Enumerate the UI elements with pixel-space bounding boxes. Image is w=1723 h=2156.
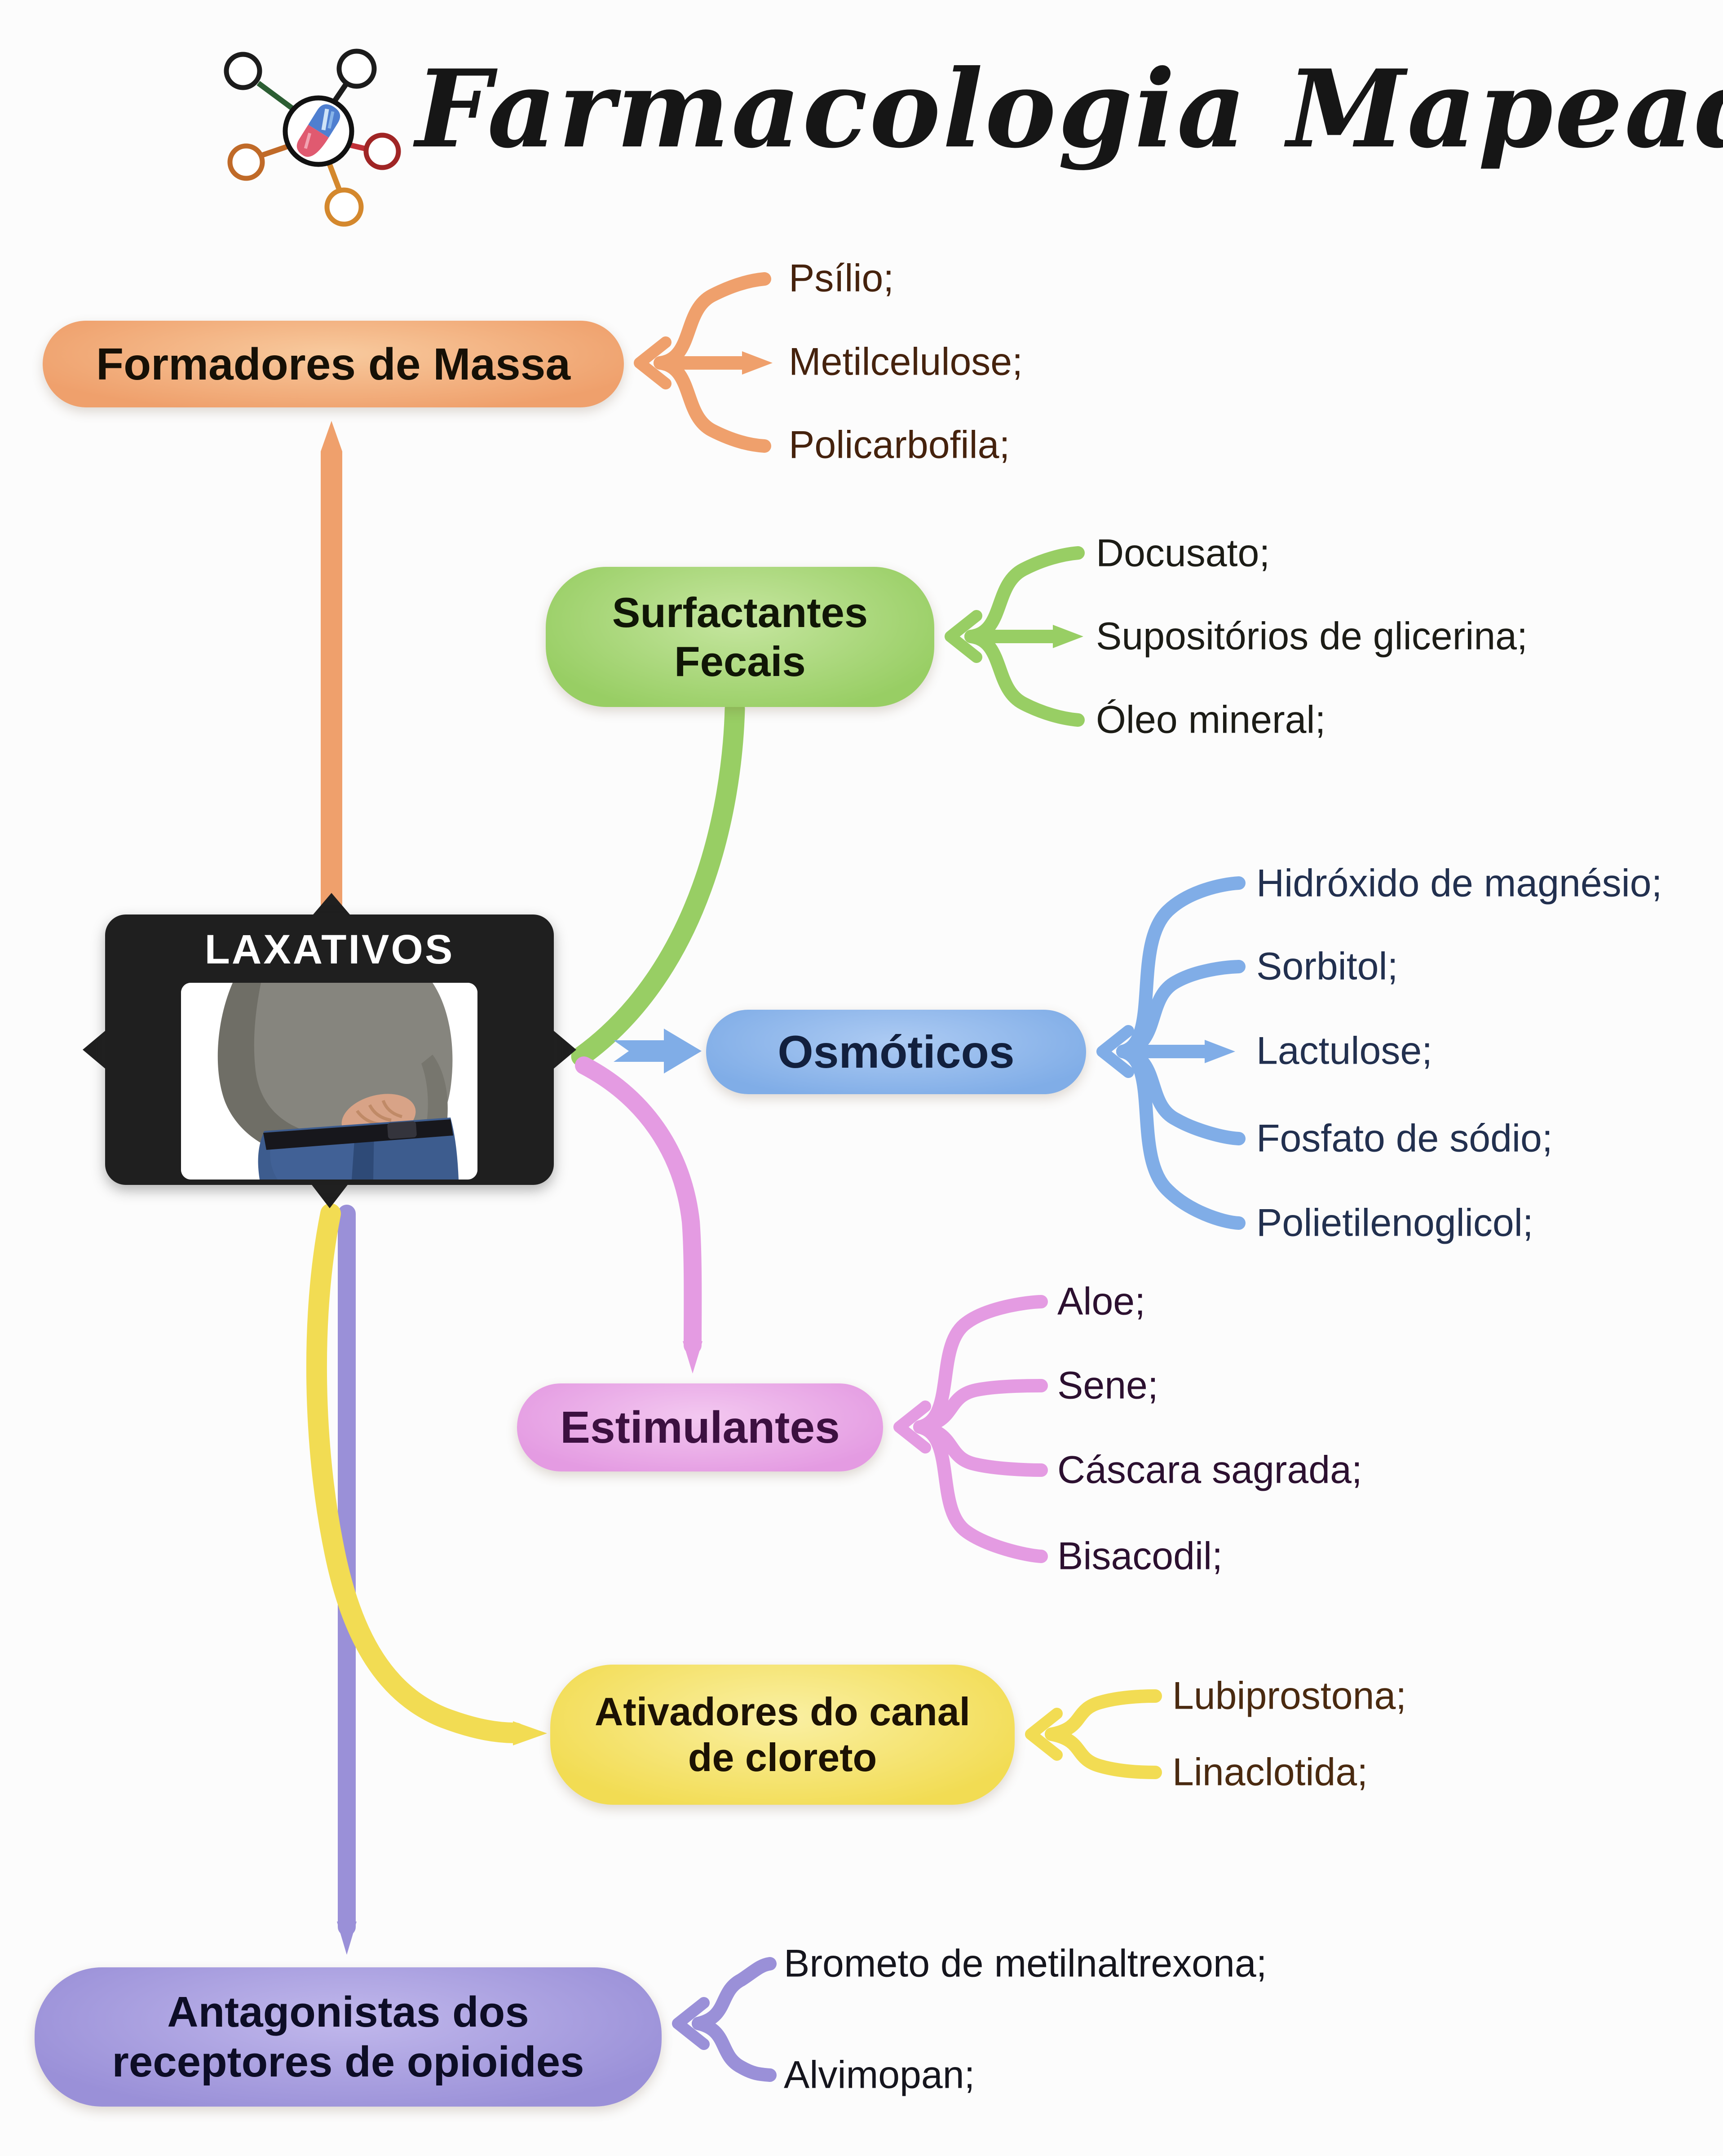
person-holding-stomach-illustration xyxy=(181,983,477,1180)
connector-formadores xyxy=(321,272,773,913)
center-node-laxativos: LAXATIVOS xyxy=(105,915,554,1185)
drug-item: Hidróxido de magnésio; xyxy=(1256,862,1662,905)
drug-item: Linaclotida; xyxy=(1172,1750,1368,1794)
category-antagonistas-opioides: Antagonistas dos receptores de opioides xyxy=(35,1967,662,2107)
drug-item: Aloe; xyxy=(1057,1280,1146,1323)
drug-item: Alvimopan; xyxy=(784,2053,975,2097)
capsule-pill-icon xyxy=(296,104,340,157)
category-label: Osmóticos xyxy=(778,1026,1015,1078)
category-osmoticos: Osmóticos xyxy=(706,1010,1086,1094)
connector-osmoticos xyxy=(614,876,1246,1230)
category-label: Antagonistas dos receptores de opioides xyxy=(112,1988,584,2086)
drug-item: Brometo de metilnaltrexona; xyxy=(784,1942,1267,1985)
drug-item: Bisacodil; xyxy=(1057,1534,1223,1578)
drug-item: Lubiprostona; xyxy=(1172,1674,1407,1718)
drug-item: Supositórios de glicerina; xyxy=(1096,614,1528,658)
connector-ativadores xyxy=(306,1203,1162,1779)
category-label: Ativadores do canal de cloreto xyxy=(594,1689,971,1780)
category-surfactantes-fecais: Surfactantes Fecais xyxy=(546,567,934,707)
connector-surfactantes xyxy=(571,546,1085,1067)
drug-item: Policarbofila; xyxy=(789,423,1010,467)
connector-estimulantes xyxy=(575,1056,1048,1563)
page-title: Farmacologia Mapeada xyxy=(415,47,1723,172)
drug-item: Metilcelulose; xyxy=(789,340,1023,384)
category-ativadores-canal-cloreto: Ativadores do canal de cloreto xyxy=(550,1665,1015,1805)
drug-item: Polietilenoglicol; xyxy=(1256,1201,1533,1245)
molecule-pill-logo xyxy=(224,49,401,227)
connector-antagonistas xyxy=(337,1205,777,2082)
drug-item: Psílio; xyxy=(789,256,894,300)
drug-item: Sene; xyxy=(1057,1364,1158,1407)
center-node-anchor-notches xyxy=(83,893,576,1208)
category-label: Estimulantes xyxy=(560,1402,840,1453)
category-label: Formadores de Massa xyxy=(96,339,570,389)
drug-item: Sorbitol; xyxy=(1256,945,1398,988)
drug-item: Docusato; xyxy=(1096,531,1270,575)
category-label: Surfactantes Fecais xyxy=(612,588,868,685)
drug-item: Cáscara sagrada; xyxy=(1057,1448,1362,1492)
drug-item: Lactulose; xyxy=(1256,1029,1433,1073)
stomach-pain-photo xyxy=(181,983,477,1180)
center-node-label: LAXATIVOS xyxy=(204,926,455,972)
category-formadores-de-massa: Formadores de Massa xyxy=(43,321,624,407)
drug-item: Óleo mineral; xyxy=(1096,698,1326,742)
drug-item: Fosfato de sódio; xyxy=(1256,1117,1553,1160)
category-estimulantes: Estimulantes xyxy=(517,1383,883,1471)
